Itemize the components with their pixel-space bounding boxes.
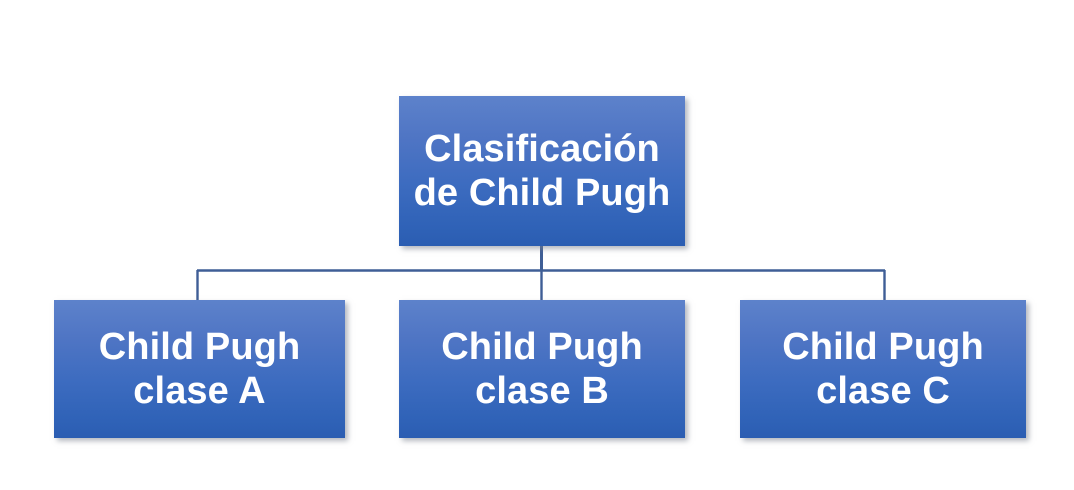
node-child-pugh-clase-a[interactable]: Child Pugh clase A [54,300,345,438]
node-child-pugh-clase-b[interactable]: Child Pugh clase B [399,300,685,438]
node-root-label: Clasificación de Child Pugh [413,127,671,214]
node-child-pugh-clase-c[interactable]: Child Pugh clase C [740,300,1026,438]
node-class-b-label: Child Pugh clase B [441,325,643,412]
node-class-a-label: Child Pugh clase A [98,325,301,412]
node-class-c-label: Child Pugh clase C [782,325,984,412]
node-root-clasificacion[interactable]: Clasificación de Child Pugh [399,96,685,246]
